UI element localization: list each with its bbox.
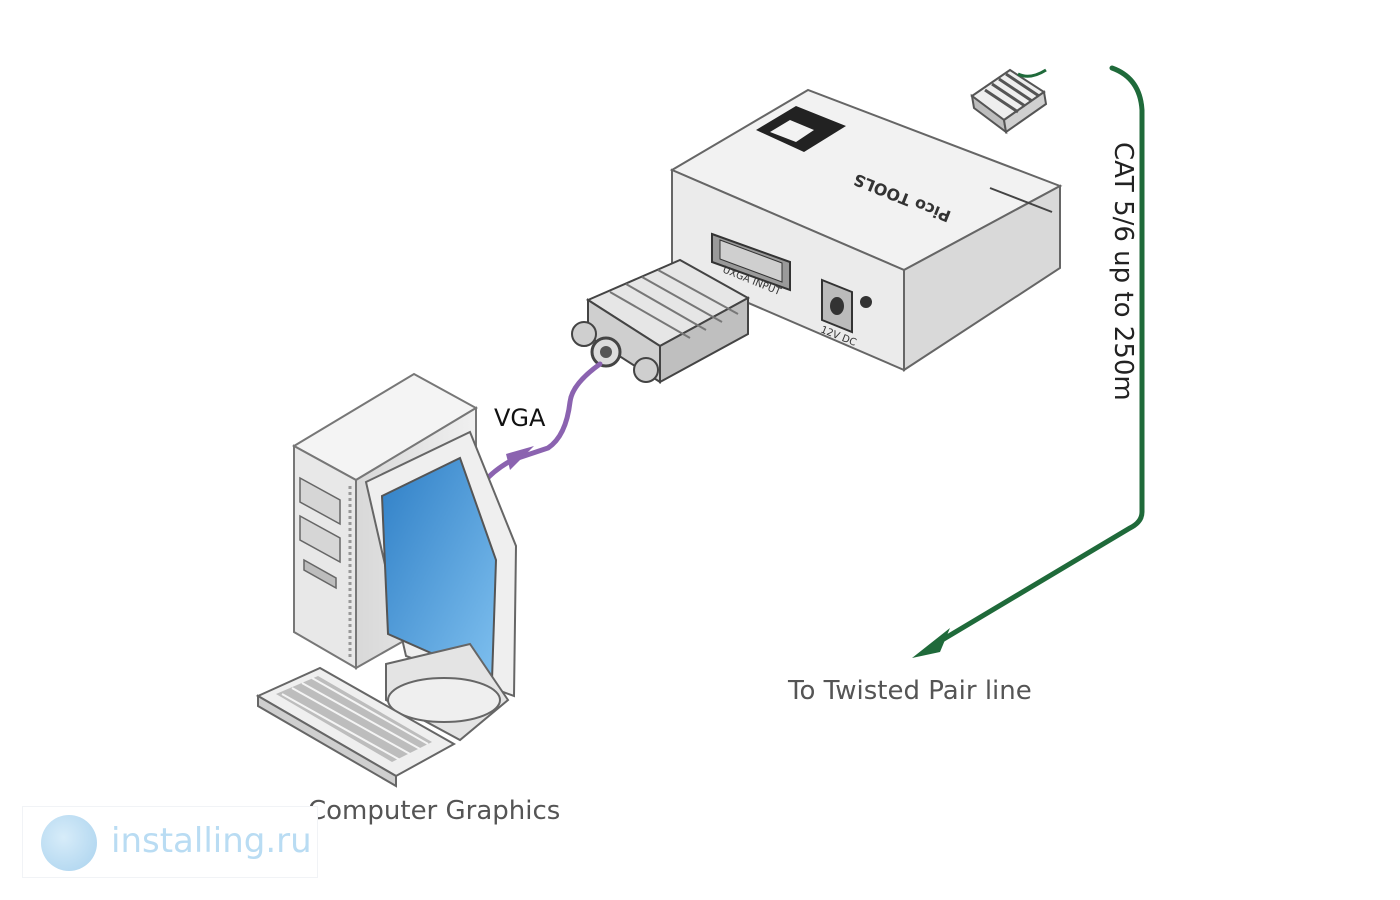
twisted-pair-label: To Twisted Pair line bbox=[788, 676, 1032, 706]
watermark: installing.ru bbox=[22, 806, 318, 878]
vga-arrow-head bbox=[506, 446, 534, 470]
vga-cable bbox=[481, 361, 603, 485]
vga-input-port bbox=[711, 232, 791, 292]
power-port bbox=[821, 278, 853, 334]
keyboard bbox=[255, 666, 457, 788]
watermark-logo-icon bbox=[41, 815, 97, 871]
vga-label: VGA bbox=[494, 404, 546, 432]
arrow-head bbox=[912, 628, 950, 658]
rj45-plug bbox=[970, 68, 1048, 135]
extender-device: Pico TOOLS UXGA INPUT 12V DC bbox=[669, 88, 1063, 372]
cat-distance-label: CAT 5/6 up to 250m bbox=[1108, 142, 1138, 401]
vga-connector bbox=[571, 258, 751, 384]
monitor bbox=[364, 430, 518, 742]
monitor-screen bbox=[380, 456, 498, 682]
computer-graphics-label: Computer Graphics bbox=[308, 796, 561, 826]
watermark-text: installing.ru bbox=[111, 821, 312, 861]
status-led bbox=[860, 296, 872, 308]
cat-cable-line bbox=[912, 65, 1145, 658]
kramer-logo-icon bbox=[756, 106, 846, 152]
